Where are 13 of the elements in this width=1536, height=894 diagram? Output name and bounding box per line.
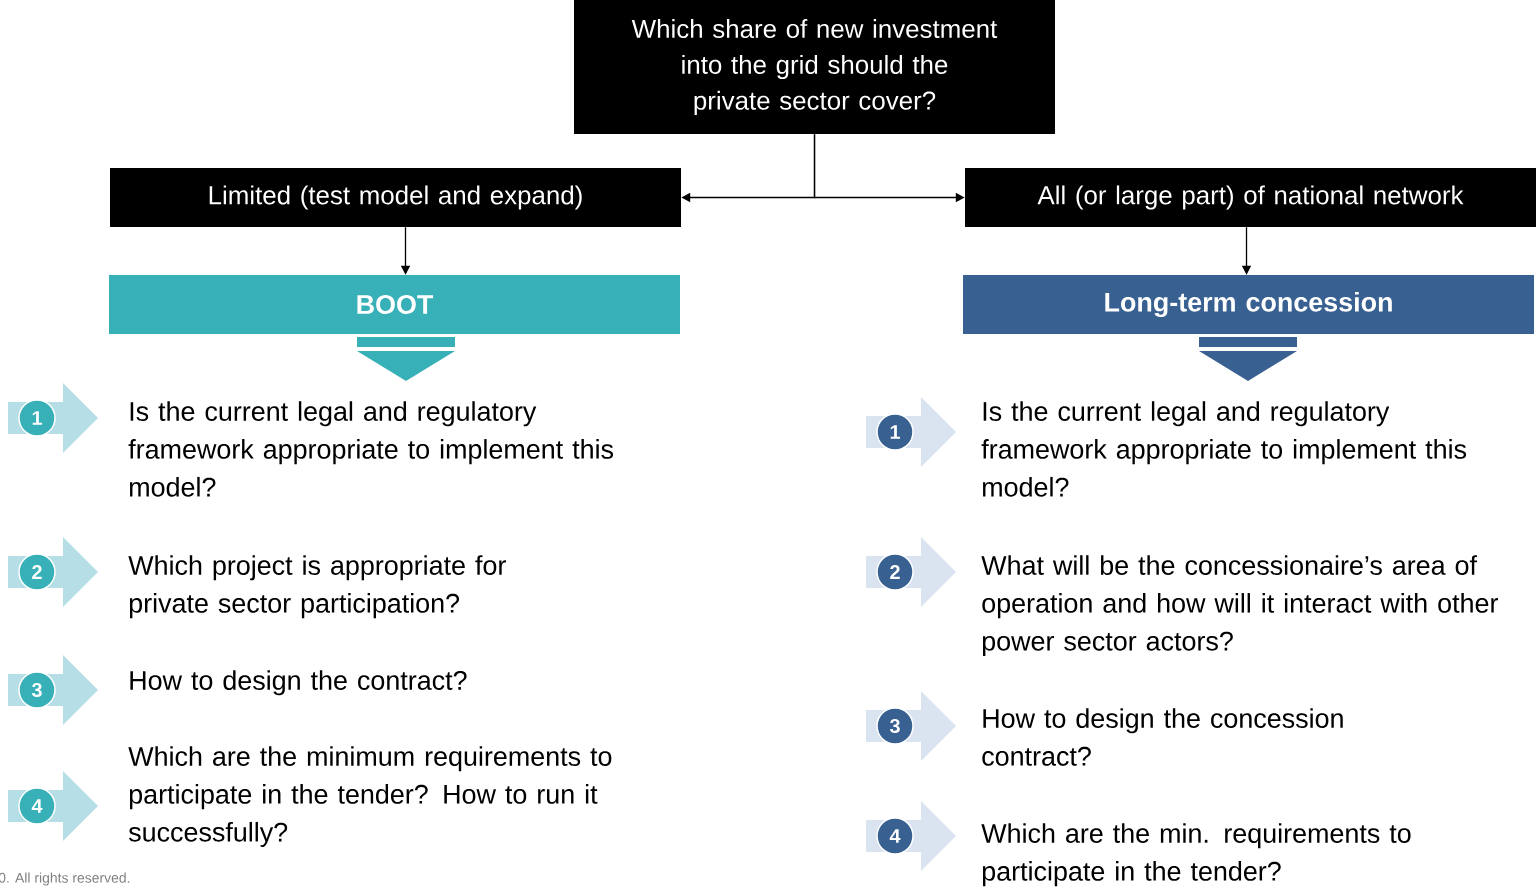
question-text: Is the current legal and regulatory framework appropriate to implement this model? xyxy=(128,401,614,497)
question-text: Which are the min. requirements to participate in the tender? xyxy=(981,823,1411,887)
question-text: How to design the contract? xyxy=(130,670,467,696)
option-box: Limited (test model and expand) xyxy=(110,168,681,227)
question-text: Which are the minimum requirements to participate in the tender? How to run it successfully? xyxy=(128,746,612,847)
model-header: BOOT xyxy=(109,275,680,334)
question-text: What will be the concessionaire’s area of operation and how will it interact with other power sector actors? xyxy=(981,555,1498,656)
question-box: Which share of new investment into the grid should the private sector cover? xyxy=(574,0,1055,134)
question-text: How to design the concession contract? xyxy=(982,708,1343,766)
model-header: Long-term concession xyxy=(963,275,1534,334)
question-text: Which project is appropriate for private sector participation? xyxy=(128,555,506,619)
question-text: Is the current legal and regulatory framework appropriate to implement this model? xyxy=(981,401,1467,497)
option-box: All (or large part) of national network xyxy=(965,168,1536,227)
